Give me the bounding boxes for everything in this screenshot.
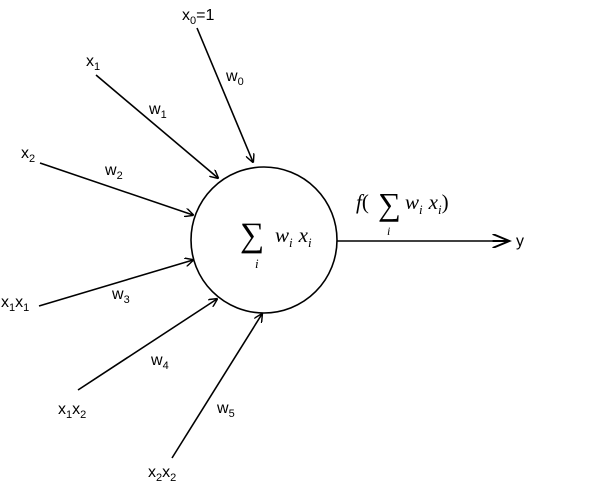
input-label-x2x2: x2x2: [148, 464, 176, 484]
edge-x1: [95, 74, 218, 178]
weight-label-w4: w4: [150, 352, 169, 372]
weight-label-w2: w2: [104, 162, 123, 182]
edge-x1x2: [77, 299, 217, 391]
input-label-x0: x0=1: [182, 7, 214, 27]
edge-x2: [39, 162, 193, 215]
neuron-sum-symbol: ∑: [240, 217, 264, 254]
edge-x0: [196, 27, 253, 162]
input-label-x1: x1: [86, 53, 100, 73]
input-label-x1x1: x1x1: [1, 294, 29, 314]
neuron-sum-index: i: [255, 256, 259, 271]
edge-x2x2: [171, 314, 262, 459]
activation-sum-symbol: ∑: [378, 186, 401, 222]
weight-label-w5: w5: [216, 400, 235, 420]
activation-sum-index: i: [387, 224, 390, 238]
activation-f: f(: [356, 190, 369, 214]
output-label-y: y: [516, 233, 524, 250]
weight-label-w1: w1: [148, 101, 167, 121]
edge-x1x1: [38, 260, 193, 307]
input-label-x2: x2: [21, 145, 35, 165]
weight-label-w3: w3: [111, 286, 130, 306]
input-label-x1x2: x1x2: [58, 401, 86, 421]
neuron-circle: [190, 166, 338, 314]
weight-label-w0: w0: [225, 68, 244, 88]
